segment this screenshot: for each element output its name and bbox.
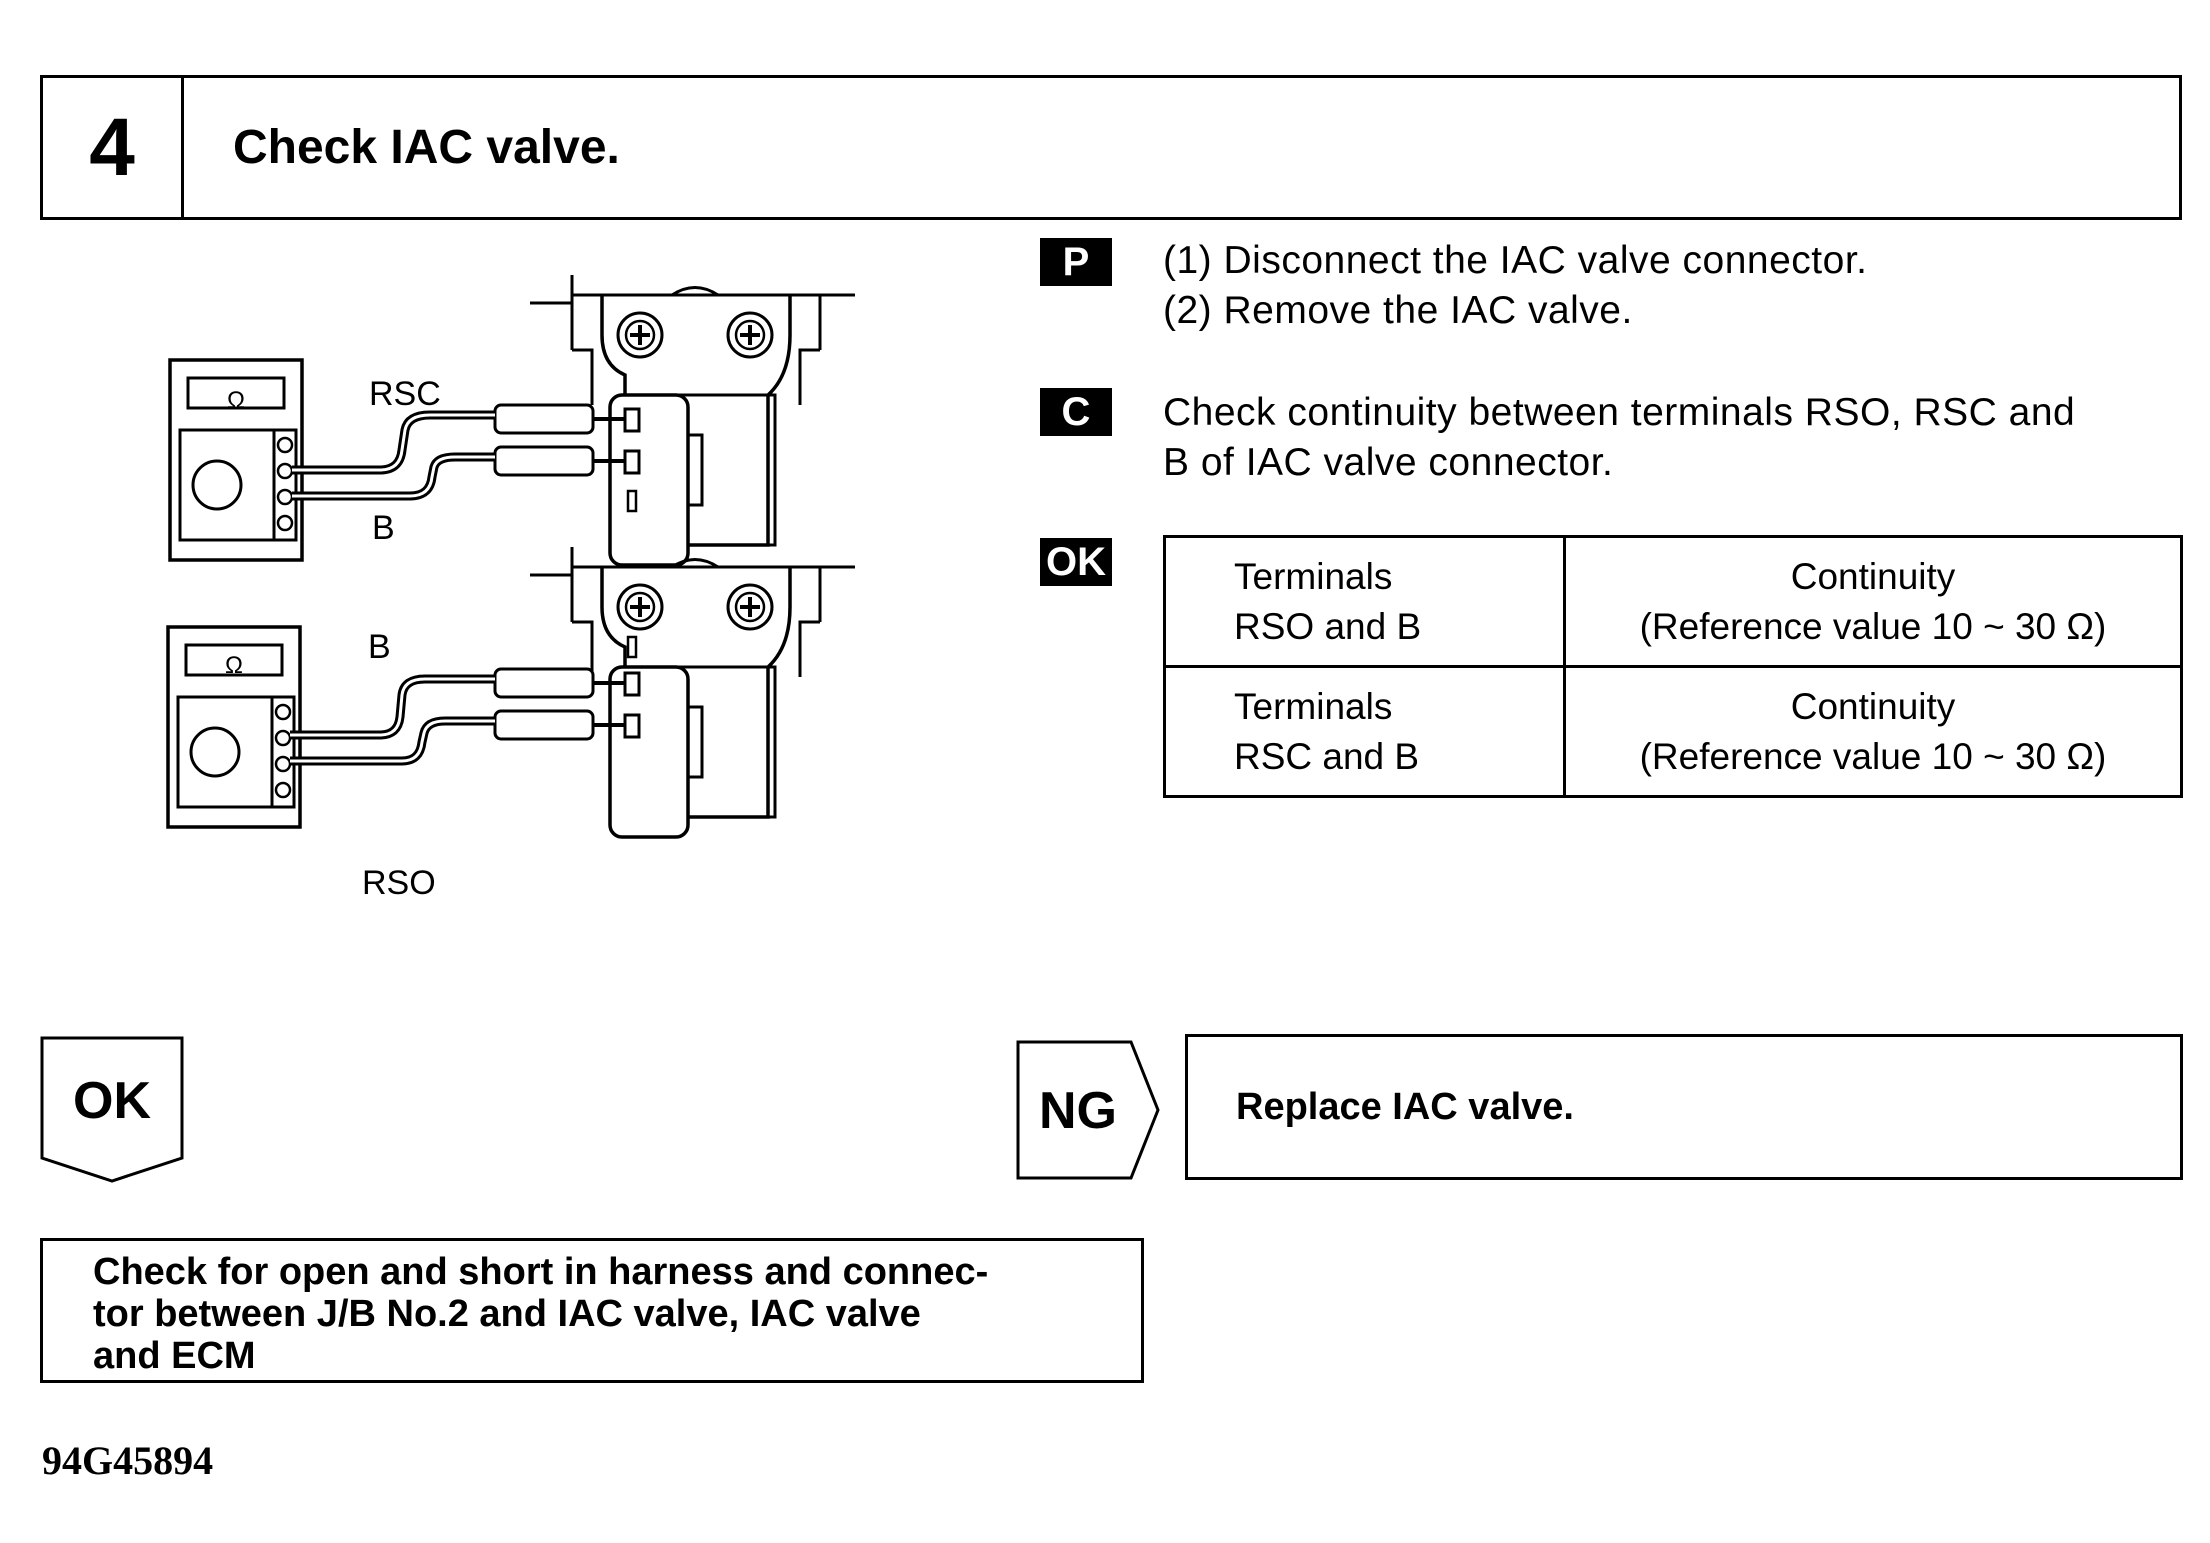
reference-value: (Reference value 10 ~ 30 Ω) bbox=[1639, 605, 2107, 647]
c-badge: C bbox=[1040, 388, 1112, 436]
result-cell: Continuity (Reference value 10 ~ 30 Ω) bbox=[1563, 535, 2183, 668]
terminals-label: Terminals bbox=[1234, 555, 1393, 597]
next-step-line: Check for open and short in harness and … bbox=[93, 1251, 989, 1293]
p-instructions: (1) Disconnect the IAC valve connector. … bbox=[1163, 236, 1868, 336]
terminals-cell: Terminals RSO and B bbox=[1163, 535, 1566, 668]
ok-flow-label: OK bbox=[73, 1072, 151, 1130]
c-instructions: Check continuity between terminals RSO, … bbox=[1163, 388, 2075, 488]
p-instruction-line: (1) Disconnect the IAC valve connector. bbox=[1163, 239, 1868, 282]
ng-flow-marker: NG bbox=[1016, 1040, 1160, 1180]
continuity-spec-table: Terminals RSO and B Continuity (Referenc… bbox=[1163, 535, 2183, 798]
step-title: Check IAC valve. bbox=[233, 121, 620, 174]
ng-flow-label: NG bbox=[1039, 1082, 1117, 1140]
step-header: 4 Check IAC valve. bbox=[40, 75, 2182, 220]
next-step-line: tor between J/B No.2 and IAC valve, IAC … bbox=[93, 1293, 921, 1335]
terminals-value: RSC and B bbox=[1234, 735, 1420, 777]
ng-action-text: Replace IAC valve. bbox=[1236, 1085, 1574, 1128]
bottom-valve-diagram: B RSO Ω bbox=[166, 545, 857, 902]
top-lower-terminal-label: B bbox=[372, 509, 395, 547]
ok-badge: OK bbox=[1040, 538, 1112, 586]
result-cell: Continuity (Reference value 10 ~ 30 Ω) bbox=[1563, 665, 2183, 798]
top-upper-terminal-label: RSC bbox=[369, 375, 441, 413]
step-number: 4 bbox=[43, 78, 184, 217]
ok-flow-marker: OK bbox=[40, 1036, 184, 1183]
bottom-ohm-symbol: Ω bbox=[225, 652, 243, 679]
iac-valve-illustration: RSC B Ω B RSO Ω bbox=[166, 273, 857, 902]
p-badge: P bbox=[1040, 238, 1112, 286]
bottom-lower-terminal-label: RSO bbox=[362, 864, 436, 902]
table-row: Terminals RSO and B Continuity (Referenc… bbox=[1163, 535, 2183, 668]
terminals-value: RSO and B bbox=[1234, 605, 1422, 647]
reference-value: (Reference value 10 ~ 30 Ω) bbox=[1639, 735, 2107, 777]
top-valve-diagram: RSC B Ω bbox=[168, 273, 857, 567]
terminals-cell: Terminals RSC and B bbox=[1163, 665, 1566, 798]
result-label: Continuity bbox=[1790, 685, 1956, 727]
c-instruction-line: B of IAC valve connector. bbox=[1163, 441, 1614, 484]
terminals-label: Terminals bbox=[1234, 685, 1393, 727]
ok-next-step-box: Check for open and short in harness and … bbox=[40, 1238, 1144, 1383]
next-step-line: and ECM bbox=[93, 1335, 256, 1377]
figure-code: 94G45894 bbox=[42, 1438, 214, 1483]
p-instruction-line: (2) Remove the IAC valve. bbox=[1163, 289, 1633, 332]
ng-action-box: Replace IAC valve. bbox=[1185, 1034, 2183, 1180]
table-row: Terminals RSC and B Continuity (Referenc… bbox=[1163, 665, 2183, 798]
result-label: Continuity bbox=[1790, 555, 1956, 597]
top-ohm-symbol: Ω bbox=[227, 387, 245, 414]
bottom-upper-terminal-label: B bbox=[368, 628, 391, 666]
c-instruction-line: Check continuity between terminals RSO, … bbox=[1163, 391, 2076, 434]
